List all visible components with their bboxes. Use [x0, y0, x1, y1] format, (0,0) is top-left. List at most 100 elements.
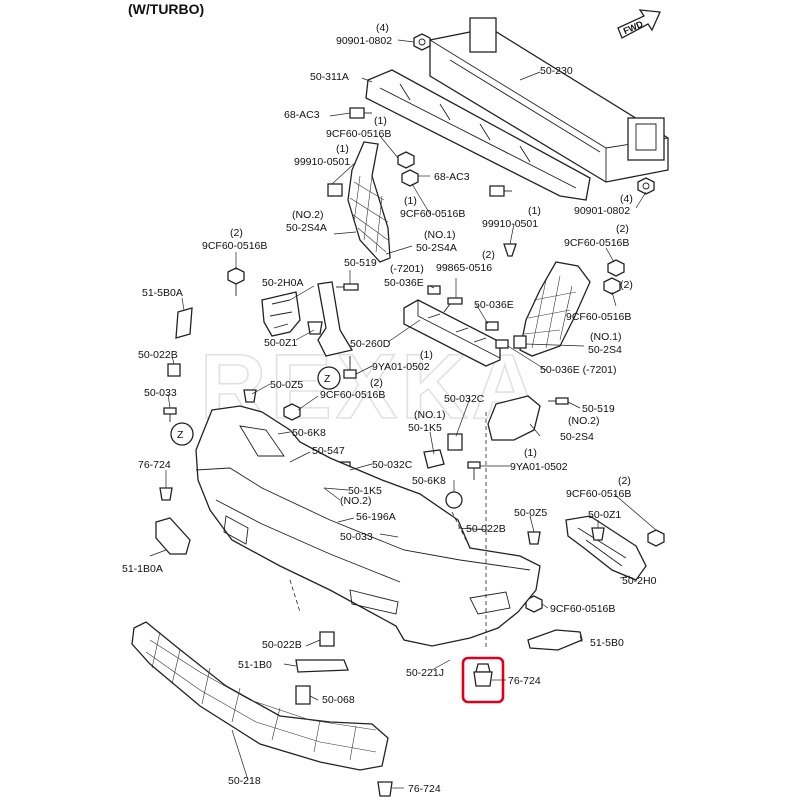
- clip-68-AC3-right: [489, 185, 512, 197]
- retainer-50-032C-a: [447, 433, 463, 451]
- leader-lines: [149, 39, 657, 789]
- clip-50-022B-c: [319, 631, 335, 647]
- fwd-arrow-icon: FWD: [617, 9, 661, 39]
- label-qty-1-d: (1): [528, 205, 541, 217]
- nut-90901-0802-top: [413, 33, 431, 51]
- label-no1-c: (NO.1): [414, 409, 446, 421]
- label-50-022B-c: 50-022B: [262, 639, 302, 651]
- label-68-AC3-right: 68-AC3: [434, 171, 470, 183]
- bracket-50-2S4-no2: [487, 395, 541, 441]
- bolt-9CF60-0516B-b: [401, 169, 419, 187]
- side-bracket-50-2H0A: [261, 291, 301, 337]
- clip-99910-0501-b: [503, 243, 517, 257]
- clip-50-0Z1-b: [591, 527, 605, 541]
- label-50-221J: 50-221J: [406, 667, 444, 679]
- label-76-724-b: 76-724: [508, 675, 541, 687]
- label-qty-1-f: (1): [524, 447, 537, 459]
- nut-90901-0802-right: [637, 177, 655, 195]
- bracket-50-2S4-right: [513, 261, 591, 357]
- label-50-2S4-a: 50-2S4: [588, 344, 622, 356]
- label-90901-0802-right: 90901-0802: [574, 205, 630, 217]
- label-50-032C-b: 50-032C: [372, 459, 413, 471]
- label-qty-1-a: (1): [374, 115, 387, 127]
- label-qty-4-right: (4): [620, 193, 633, 205]
- label-50-033-b: 50-033: [340, 531, 373, 543]
- label-50-6K8-b: 50-6K8: [412, 475, 446, 487]
- label-qty-2-d: (2): [620, 279, 633, 291]
- bolt-9CF60-0516B-a: [397, 151, 415, 169]
- label-50-1K5-b: 50-1K5: [348, 485, 382, 497]
- label-9CF60-0516B-d: 9CF60-0516B: [564, 237, 629, 249]
- label-50-022B-b: 50-022B: [466, 523, 506, 535]
- label-50-068: 50-068: [322, 694, 355, 706]
- label-56-196A: 56-196A: [356, 511, 396, 523]
- side-reflector-51-5B0: [527, 629, 583, 651]
- label-qty-7201-a: (-7201): [390, 263, 424, 275]
- variant-title: (W/TURBO): [128, 1, 204, 17]
- center-bracket-50-260D: [403, 285, 509, 367]
- bracket-50-1K5-no1: [423, 449, 445, 469]
- label-51-1B0A: 51-1B0A: [122, 563, 163, 575]
- label-no2-b: (NO.2): [568, 415, 600, 427]
- fwd-label: FWD: [622, 19, 645, 37]
- bolt-50-519-b: [548, 397, 569, 405]
- label-50-519-b: 50-519: [582, 403, 615, 415]
- label-50-036E-b: 50-036E: [474, 299, 514, 311]
- label-99865-0516: 99865-0516: [436, 262, 492, 274]
- label-9CF60-0516B-a: 9CF60-0516B: [326, 128, 391, 140]
- stay-50-2S4A-no2: [317, 281, 354, 357]
- label-no2-a: (NO.2): [292, 209, 324, 221]
- label-90901-0802-top: 90901-0802: [336, 35, 392, 47]
- label-9CF60-0516B-e: 9CF60-0516B: [566, 311, 631, 323]
- label-50-218: 50-218: [228, 775, 261, 787]
- label-9YA01-0502-a: 9YA01-0502: [372, 361, 430, 373]
- clip-50-0Z5-a: [243, 389, 257, 403]
- label-50-230: 50-230: [540, 65, 573, 77]
- label-50-547: 50-547: [312, 445, 345, 457]
- label-50-0Z5-a: 50-0Z5: [270, 379, 303, 391]
- bracket-50-2S4A-left: [327, 141, 391, 263]
- bolt-9CF60-0516B-d: [603, 277, 621, 295]
- side-cover-51-5B0A: [175, 307, 193, 339]
- callout-z-upper: Z: [317, 366, 341, 390]
- label-99910-0501-b: 99910-0501: [482, 218, 538, 230]
- bolt-9CF60-0516B-f: [283, 403, 301, 421]
- label-qty-2-e: (2): [370, 377, 383, 389]
- bolt-9CF60-0516B-g: [647, 529, 665, 547]
- clip-50-6K8-b: [445, 491, 463, 509]
- bumper-cover-50-221J: [195, 405, 541, 647]
- label-50-1K5-a: 50-1K5: [408, 422, 442, 434]
- label-qty-1-e: (1): [420, 349, 433, 361]
- label-qty-2-f: (2): [618, 475, 631, 487]
- label-9CF60-0516B-g: 9CF60-0516B: [566, 488, 631, 500]
- label-50-2H0: 50-2H0: [622, 575, 657, 587]
- label-qty-1-b: (1): [336, 143, 349, 155]
- label-50-2H0A: 50-2H0A: [262, 277, 303, 289]
- clip-50-022B-a: [167, 363, 181, 377]
- label-50-032C-a: 50-032C: [444, 393, 485, 405]
- bolt-9CF60-0516B-h: [525, 595, 543, 613]
- bolt-50-519-a: [336, 283, 359, 291]
- side-bracket-50-2H0: [565, 515, 647, 581]
- label-50-6K8-a: 50-6K8: [292, 427, 326, 439]
- label-no2-c: (NO.2): [340, 495, 372, 507]
- screw-50-033-a: [163, 407, 177, 422]
- clip-68-AC3-left: [349, 107, 372, 119]
- label-no1-b: (NO.1): [590, 331, 622, 343]
- clip-50-0Z5-b: [527, 531, 541, 545]
- label-9YA01-0502-b: 9YA01-0502: [510, 461, 568, 473]
- label-50-033-a: 50-033: [144, 387, 177, 399]
- label-50-2S4A-b: 50-2S4A: [416, 242, 457, 254]
- label-qty-4-top: (4): [376, 22, 389, 34]
- bumper-reinforcement-50-230: [429, 17, 669, 183]
- bracket-50-068: [295, 685, 311, 705]
- label-9CF60-0516B-c: 9CF60-0516B: [202, 240, 267, 252]
- lower-grille-50-218: [131, 621, 389, 771]
- label-68-AC3-left: 68-AC3: [284, 109, 320, 121]
- callout-z-upper-letter: Z: [324, 373, 331, 385]
- label-50-311A: 50-311A: [310, 71, 349, 83]
- label-50-022B-a: 50-022B: [138, 349, 178, 361]
- bolt-9CF60-0516B-c: [607, 259, 625, 277]
